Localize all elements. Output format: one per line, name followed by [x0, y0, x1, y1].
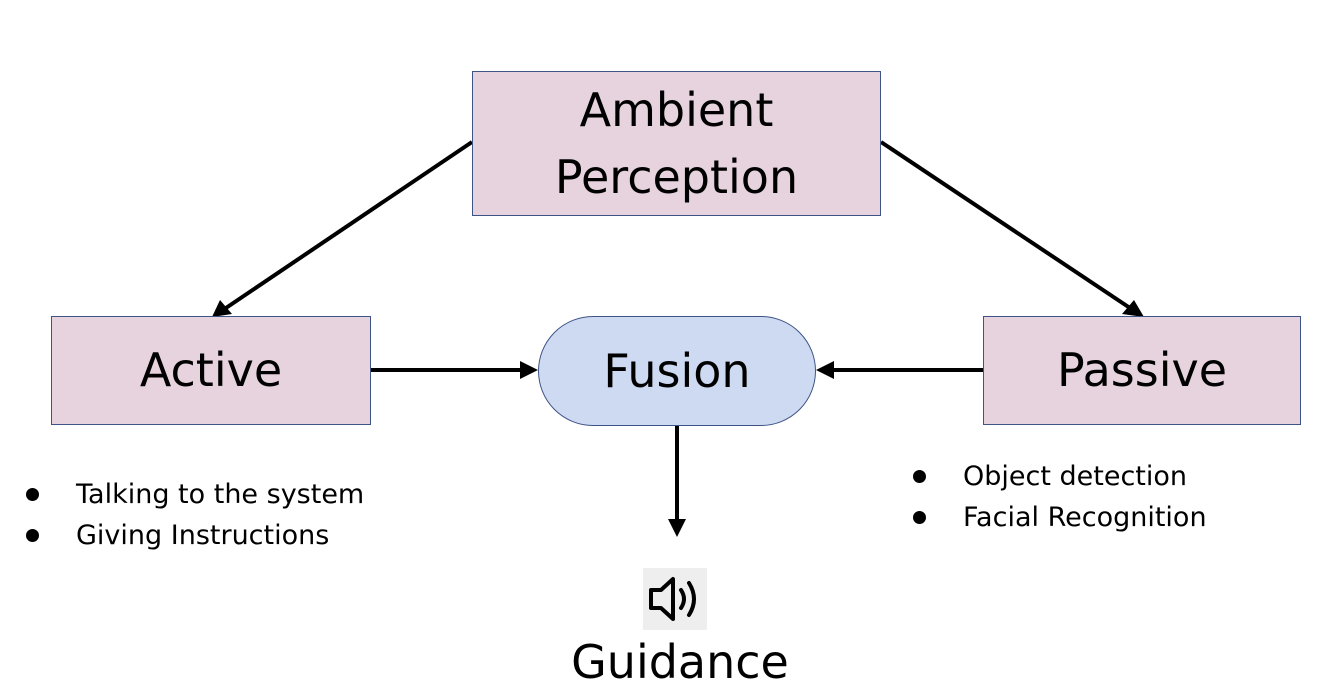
arrow-ambient-to-active	[218, 140, 474, 314]
list-item: Talking to the system	[26, 474, 364, 515]
ambient-perception-label: Ambient Perception	[554, 82, 799, 204]
arrowhead-active	[212, 300, 232, 317]
passive-box: Passive	[983, 316, 1301, 425]
active-bullet-text: Giving Instructions	[76, 520, 330, 551]
arrowhead-passive	[1122, 300, 1144, 317]
passive-bullet-list: Object detection Facial Recognition	[913, 456, 1207, 538]
bullet-dot	[913, 511, 926, 524]
arrowhead-fusion-right	[816, 361, 834, 379]
passive-bullet-text: Facial Recognition	[963, 502, 1207, 533]
active-label: Active	[139, 343, 283, 398]
list-item: Object detection	[913, 456, 1207, 497]
guidance-label: Guidance	[571, 635, 789, 689]
fusion-label: Fusion	[603, 344, 751, 398]
arrow-ambient-to-passive	[879, 140, 1138, 314]
active-bullet-list: Talking to the system Giving Instruction…	[26, 474, 364, 556]
active-box: Active	[51, 316, 371, 425]
arrowhead-fusion-left	[520, 361, 538, 379]
list-item: Facial Recognition	[913, 497, 1207, 538]
bullet-dot	[913, 470, 926, 483]
arrowhead-guidance	[668, 519, 686, 537]
passive-bullet-text: Object detection	[963, 461, 1188, 492]
passive-label: Passive	[1056, 343, 1228, 398]
ambient-perception-box: Ambient Perception	[472, 71, 881, 216]
fusion-box: Fusion	[538, 316, 816, 426]
list-item: Giving Instructions	[26, 515, 364, 556]
speaker-volume-icon	[643, 568, 707, 630]
bullet-dot	[26, 529, 39, 542]
bullet-dot	[26, 488, 39, 501]
active-bullet-text: Talking to the system	[76, 479, 365, 510]
